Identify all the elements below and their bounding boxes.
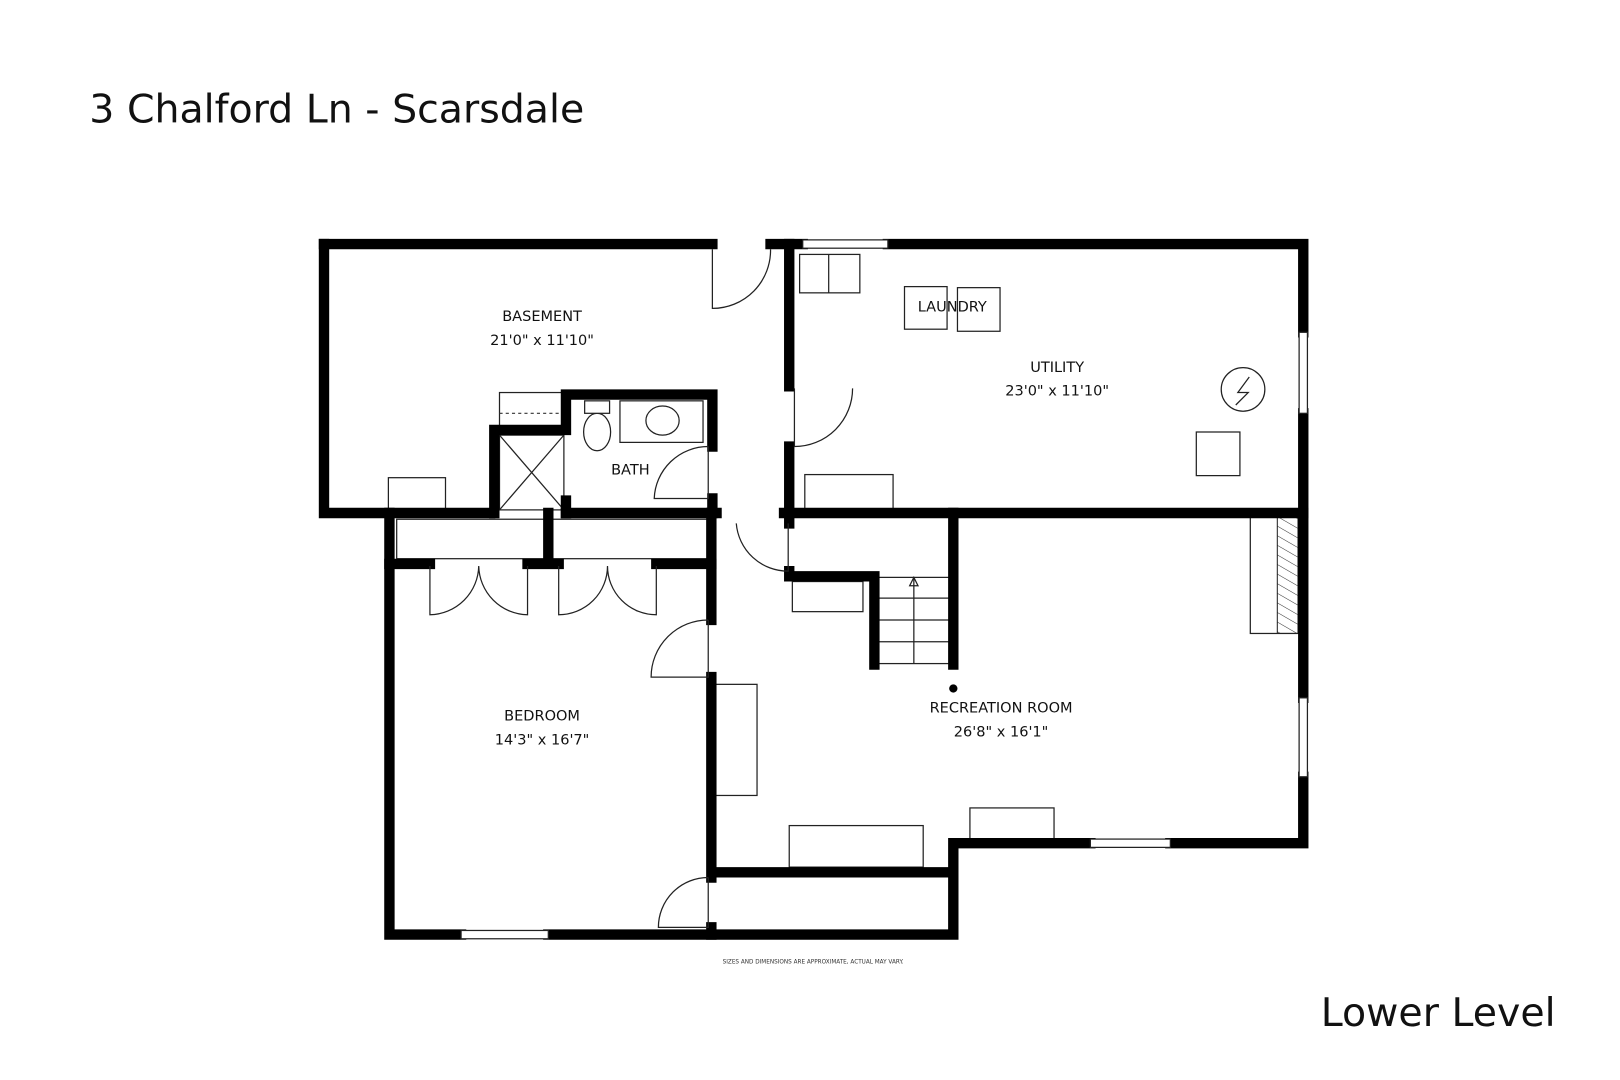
washer <box>903 285 948 330</box>
room-dims: 26'8" x 16'1" <box>954 724 1049 740</box>
dryer <box>956 287 1001 332</box>
room-name: BASEMENT <box>502 309 582 325</box>
toilet <box>582 412 612 452</box>
laundry-label: LAUNDRY <box>918 300 987 316</box>
room-name: BEDROOM <box>504 709 580 725</box>
room-bedroom: BEDROOM 14'3" x 16'7" <box>495 709 590 749</box>
room-basement: BASEMENT 21'0" x 11'10" <box>490 309 594 349</box>
fixtures <box>387 253 1299 868</box>
disclaimer: SIZES AND DIMENSIONS ARE APPROXIMATE, AC… <box>723 960 904 966</box>
walls <box>318 238 1309 940</box>
room-name: RECREATION ROOM <box>930 700 1073 716</box>
room-name: UTILITY <box>1030 360 1084 376</box>
windows <box>460 239 1309 940</box>
room-dims: 21'0" x 11'10" <box>490 333 594 349</box>
level-label: Lower Level <box>1321 990 1556 1036</box>
room-utility: UTILITY 23'0" x 11'10" <box>1005 360 1109 400</box>
room-dims: 23'0" x 11'10" <box>1005 384 1109 400</box>
water-heater-icon <box>1220 366 1266 412</box>
room-dims: 14'3" x 16'7" <box>495 733 590 749</box>
doors[interactable] <box>429 249 854 928</box>
room-bath: BATH <box>611 463 650 479</box>
room-recreation: RECREATION ROOM 26'8" x 16'1" <box>930 700 1073 740</box>
plan-title: 3 Chalford Ln - Scarsdale <box>89 87 584 133</box>
